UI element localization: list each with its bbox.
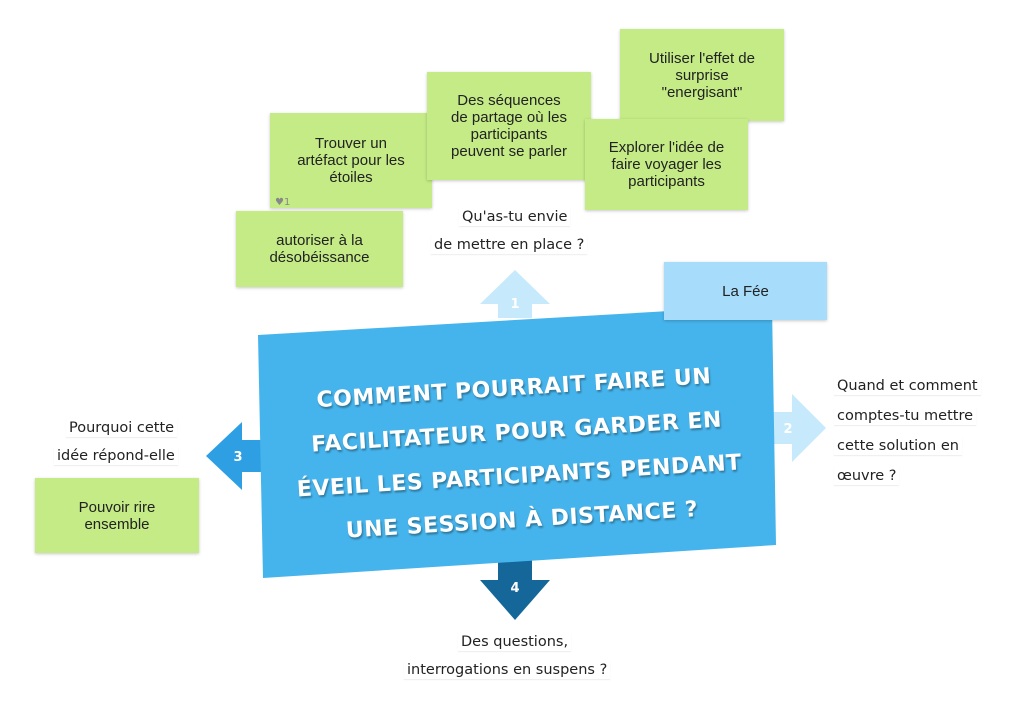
arrow-1-number: 1 (510, 297, 519, 312)
prompt-4-line: Des questions, (458, 633, 572, 651)
prompt-2-line: cette solution en (834, 437, 962, 455)
prompt-4: Des questions, interrogations en suspens… (404, 633, 644, 679)
arrow-3-number: 3 (233, 450, 242, 465)
sticky-note-desobeissance[interactable]: autoriser à la désobéissance (236, 211, 403, 287)
prompt-2-line: œuvre ? (834, 467, 900, 485)
prompt-3-line: Pourquoi cette (66, 419, 178, 437)
sticky-note-artefact[interactable]: Trouver un artéfact pour les étoiles (270, 113, 432, 208)
arrow-1-up: 1 (480, 270, 550, 318)
prompt-4-line: interrogations en suspens ? (404, 661, 611, 679)
sticky-note-text: Utiliser l'effet de surprise "energisant… (649, 49, 755, 101)
sticky-note-voyager[interactable]: Explorer l'idée de faire voyager les par… (585, 119, 748, 210)
prompt-1: Qu'as-tu envie de mettre en place ? (431, 208, 615, 254)
sticky-note-text: Explorer l'idée de faire voyager les par… (608, 139, 725, 190)
prompt-3-line: idée répond-elle (54, 447, 178, 465)
prompt-2-line: Quand et comment (834, 377, 981, 395)
central-question: Comment pourrait faire un facilitateur p… (251, 319, 785, 590)
arrow-2-right: 2 (770, 394, 826, 462)
like-count: 1 (283, 197, 291, 208)
arrow-4-down: 4 (480, 560, 550, 620)
sticky-note-text: Trouver un artéfact pour les étoiles (297, 135, 405, 186)
sticky-note-rire[interactable]: Pouvoir rire ensemble (35, 478, 199, 553)
like-counter[interactable]: ♥1 (275, 197, 290, 208)
prompt-2: Quand et comment comptes-tu mettre cette… (834, 377, 1014, 485)
sticky-note-sequences[interactable]: Des séquences de partage où les particip… (427, 72, 591, 180)
sticky-note-text: Des séquences de partage où les particip… (451, 92, 567, 160)
sticky-note-fee[interactable]: La Fée (664, 262, 827, 320)
sticky-note-text: Pouvoir rire ensemble (78, 498, 156, 533)
sticky-note-surprise[interactable]: Utiliser l'effet de surprise "energisant… (620, 29, 784, 121)
sticky-note-text: autoriser à la désobéissance (269, 232, 370, 266)
prompt-2-line: comptes-tu mettre (834, 407, 977, 425)
prompt-1-line: Qu'as-tu envie (459, 208, 571, 226)
prompt-3: Pourquoi cette idée répond-elle (54, 419, 216, 465)
arrow-3-left: 3 (206, 422, 262, 490)
sticky-note-text: La Fée (722, 282, 769, 300)
arrow-2-number: 2 (783, 422, 792, 437)
heart-icon: ♥ (275, 197, 284, 208)
prompt-1-line: de mettre en place ? (431, 236, 588, 254)
arrow-4-number: 4 (510, 581, 519, 596)
